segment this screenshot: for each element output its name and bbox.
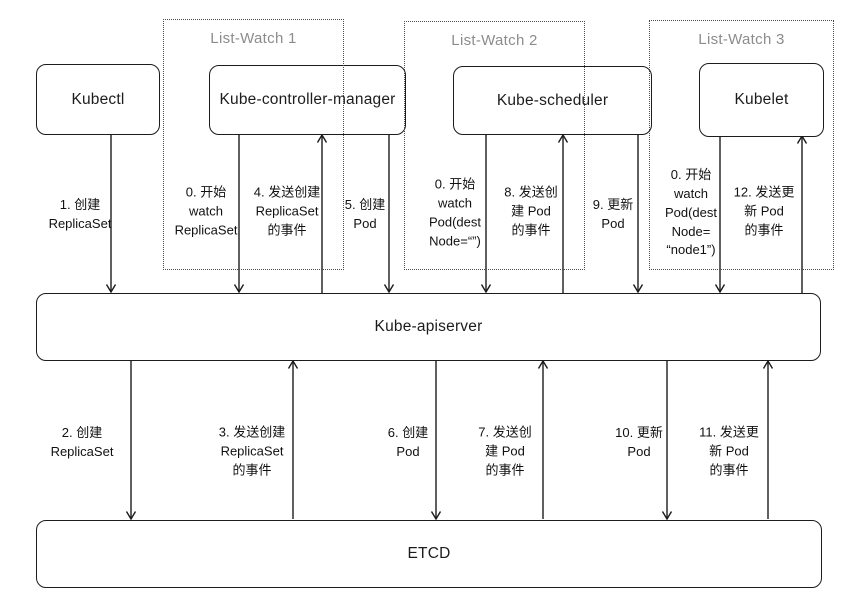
edge-label-0-watch-replicaset: 0. 开始 watch ReplicaSet bbox=[174, 184, 238, 238]
node-kube-apiserver: Kube-apiserver bbox=[36, 293, 821, 361]
edge-label-0-watch-pod-scheduler: 0. 开始 watch Pod(dest Node=“”) bbox=[428, 176, 482, 248]
arrow-apiserver-to-kubelet-event bbox=[796, 134, 808, 293]
node-etcd-label: ETCD bbox=[407, 545, 451, 562]
node-kubelet-label: Kubelet bbox=[734, 91, 789, 108]
node-kube-apiserver-label: Kube-apiserver bbox=[374, 318, 483, 335]
arrow-scheduler-watch-pod bbox=[480, 133, 492, 294]
node-kube-scheduler-label: Kube-scheduler bbox=[496, 91, 609, 109]
arrow-apiserver-to-controller-event bbox=[316, 133, 328, 293]
node-etcd: ETCD bbox=[36, 520, 822, 588]
edge-label-5-create-pod: 5. 创建 Pod bbox=[344, 197, 386, 231]
edge-label-1-create-replicaset: 1. 创建 ReplicaSet bbox=[48, 197, 112, 231]
arrow-controller-create-pod bbox=[383, 133, 395, 294]
node-kubectl: Kubectl bbox=[36, 64, 160, 135]
edge-label-8-send-create-pod-event: 8. 发送创 建 Pod 的事件 bbox=[504, 184, 558, 238]
edge-label-12-send-update-pod-event: 12. 发送更 新 Pod 的事件 bbox=[733, 184, 795, 238]
arrow-apiserver-create-replicaset-etcd bbox=[125, 360, 137, 521]
arrow-scheduler-update-pod bbox=[632, 133, 644, 294]
edge-label-4-send-replicaset-event: 4. 发送创建 ReplicaSet 的事件 bbox=[253, 184, 321, 238]
edge-label-9-update-pod: 9. 更新 Pod bbox=[592, 197, 634, 231]
arrow-etcd-create-pod-event-apiserver bbox=[537, 359, 549, 519]
arrow-apiserver-to-scheduler-event bbox=[557, 133, 569, 293]
edge-label-0-watch-pod-kubelet: 0. 开始 watch Pod(dest Node= “node1”) bbox=[664, 166, 718, 258]
arrow-controller-watch-replicaset bbox=[233, 133, 245, 294]
node-kube-controller-manager: Kube-controller-manager bbox=[209, 65, 406, 135]
edge-label-10-update-pod: 10. 更新 Pod bbox=[615, 425, 663, 459]
node-kubelet: Kubelet bbox=[699, 63, 824, 137]
arrow-apiserver-create-pod-etcd bbox=[430, 360, 442, 521]
arrow-kubectl-to-apiserver bbox=[105, 133, 117, 294]
edge-label-7-send-create-pod-event: 7. 发送创 建 Pod 的事件 bbox=[478, 424, 532, 478]
edge-label-3-send-replicaset-event: 3. 发送创建 ReplicaSet 的事件 bbox=[218, 424, 286, 478]
arrow-etcd-update-pod-event-apiserver bbox=[762, 359, 774, 519]
edge-label-11-send-update-pod-event: 11. 发送更 新 Pod 的事件 bbox=[699, 424, 759, 478]
arrow-kubelet-watch-pod bbox=[714, 135, 726, 294]
node-kubectl-label: Kubectl bbox=[71, 90, 125, 108]
node-kube-scheduler: Kube-scheduler bbox=[453, 66, 652, 135]
edge-label-6-create-pod: 6. 创建 Pod bbox=[387, 425, 429, 459]
arrow-etcd-replicaset-event-apiserver bbox=[287, 359, 299, 519]
edge-label-2-create-replicaset: 2. 创建 ReplicaSet bbox=[50, 425, 114, 459]
arrow-apiserver-update-pod-etcd bbox=[661, 360, 673, 521]
node-kube-controller-manager-label: Kube-controller-manager bbox=[219, 91, 396, 108]
